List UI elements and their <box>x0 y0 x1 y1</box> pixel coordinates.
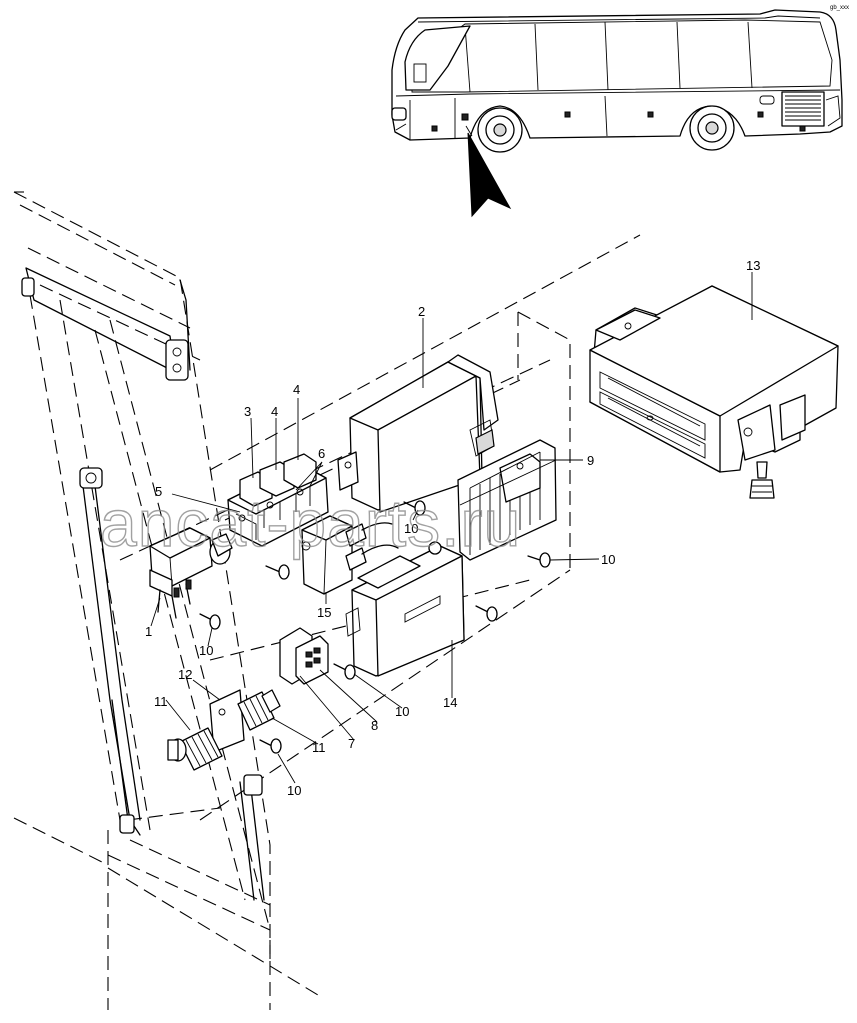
bus-illustration: gb_xxx <box>391 5 849 153</box>
callout-1: 1 <box>145 624 152 639</box>
callout-9: 9 <box>587 453 594 468</box>
callout-10-a: 10 <box>404 521 418 536</box>
callout-7: 7 <box>348 736 355 751</box>
callout-10-b: 10 <box>601 552 615 567</box>
location-arrow <box>467 132 512 218</box>
leader-lines <box>150 272 753 784</box>
screw-10d <box>527 552 551 568</box>
callout-6: 6 <box>318 446 325 461</box>
screw-10f <box>333 663 356 680</box>
callout-14: 14 <box>443 695 457 710</box>
panel-rails <box>21 267 265 901</box>
part-15 <box>301 515 399 595</box>
screw-10e <box>475 605 498 622</box>
callout-11-b: 11 <box>312 740 326 755</box>
callout-5: 5 <box>155 484 162 499</box>
relay-block-3-4-5-6 <box>227 453 329 547</box>
screw-10a <box>199 613 221 630</box>
part-14-box <box>345 541 465 677</box>
callout-8: 8 <box>371 718 378 733</box>
part-7-8-connector <box>279 627 329 685</box>
mounting-panel <box>13 191 641 1010</box>
callout-4a: 4 <box>271 404 278 419</box>
callout-4b: 4 <box>293 382 300 397</box>
corner-code: gb_xxx <box>830 5 849 11</box>
part-9-heatsink <box>457 439 557 561</box>
callout-10-c: 10 <box>199 643 213 658</box>
callout-numbers: 2 3 4 4 5 6 9 13 10 10 15 1 10 12 14 11 … <box>145 258 760 798</box>
part-11-12-gland <box>167 689 281 771</box>
screw-10g <box>259 738 282 754</box>
callout-10-d: 10 <box>395 704 409 719</box>
watermark: ancat-parts.ru <box>100 486 521 560</box>
part-2-module <box>337 354 499 513</box>
callout-3: 3 <box>244 404 251 419</box>
callout-11-a: 11 <box>154 694 168 709</box>
part-1-switch <box>149 527 233 619</box>
screw-10b <box>265 564 290 580</box>
callout-13: 13 <box>746 258 760 273</box>
callout-10-e: 10 <box>287 783 301 798</box>
callout-2: 2 <box>418 304 425 319</box>
callout-12: 12 <box>178 667 192 682</box>
callout-15: 15 <box>317 605 331 620</box>
part-13-control-unit <box>589 285 839 499</box>
